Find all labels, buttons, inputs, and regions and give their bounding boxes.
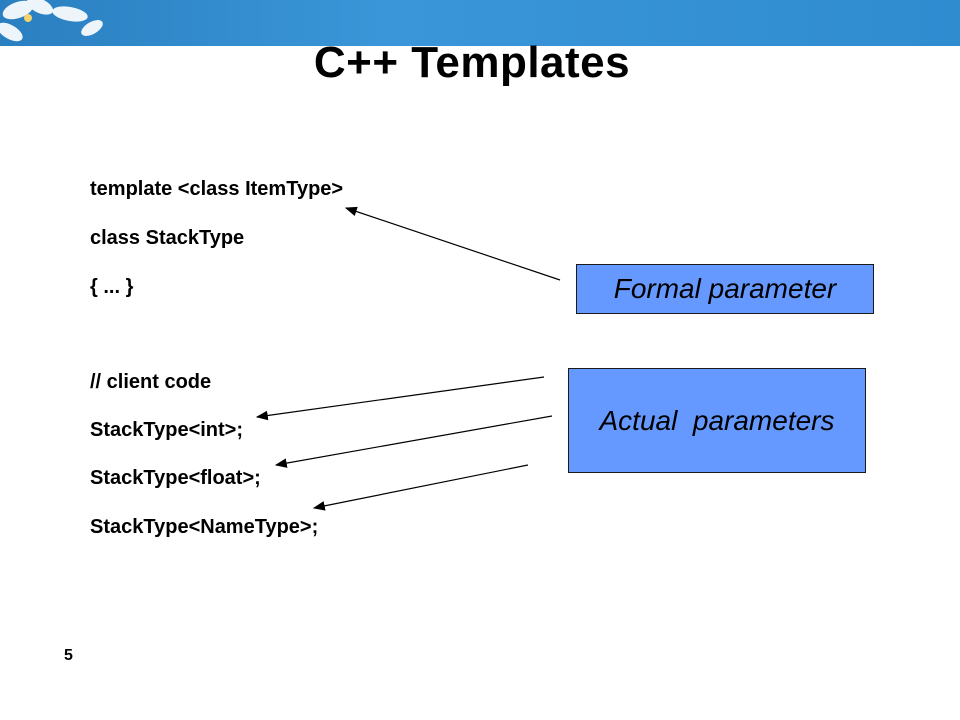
code-line-comment: // client code — [90, 371, 212, 393]
nametype-arrow — [312, 464, 529, 511]
code-line-class-decl: class StackType — [90, 227, 245, 249]
actual-parameters-label: Actual parameters — [599, 404, 835, 436]
code-line-float-instance: StackType<float>; — [90, 467, 261, 489]
code-line-class-body: { ... } — [90, 276, 134, 298]
page-number: 5 — [64, 647, 73, 664]
slide-title: C++ Templates — [313, 38, 631, 87]
int-arrow — [255, 376, 545, 421]
float-arrow — [274, 415, 553, 468]
actual-parameters-callout: Actual parameters — [568, 368, 866, 473]
code-line-int-instance: StackType<int>; — [90, 419, 244, 441]
code-line-template-decl: template <class ItemType> — [90, 178, 344, 200]
formal-parameter-label: Formal parameter — [613, 273, 837, 304]
formal-parameter-arrow — [344, 206, 561, 281]
formal-parameter-callout: Formal parameter — [576, 264, 874, 314]
code-line-nametype-instance: StackType<NameType>; — [90, 516, 319, 538]
header-band — [0, 0, 960, 46]
flower-decoration — [0, 0, 110, 46]
